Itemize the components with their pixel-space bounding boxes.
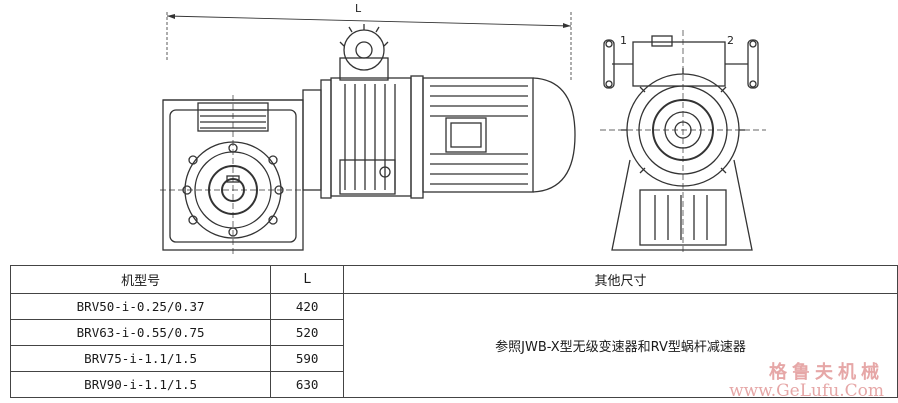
motor-body (410, 75, 576, 199)
variator-body (330, 24, 412, 197)
cell-l: 630 (270, 371, 345, 398)
gearbox-side-view (160, 95, 306, 255)
callout-2: 2 (727, 34, 734, 47)
cell-other-note: 参照JWB-X型无级变速器和RV型蜗杆减速器 (343, 293, 898, 398)
table-row: BRV63-i-0.55/0.75 520 (9, 319, 898, 346)
cell-l: 520 (270, 319, 345, 346)
cell-l: 420 (270, 293, 345, 320)
table-row: BRV50-i-0.25/0.37 420 参照JWB-X型无级变速器和RV型蜗… (9, 293, 898, 398)
cell-model: BRV63-i-0.55/0.75 (9, 319, 272, 346)
table-header-row: 机型号 L 其他尺寸 (9, 265, 898, 294)
cell-l: 590 (270, 345, 345, 372)
callout-1: 1 (620, 34, 627, 47)
dimension-label-L: L (355, 2, 362, 15)
cell-model: BRV50-i-0.25/0.37 (9, 293, 272, 320)
spec-table: 机型号 L 其他尺寸 BRV50-i-0.25/0.37 420 参照JWB-X… (9, 265, 898, 398)
watermark-cn: 格鲁夫机械 (769, 362, 884, 384)
table-row: BRV90-i-1.1/1.5 630 (9, 371, 898, 398)
technical-drawing: L 1 2 (160, 2, 766, 255)
header-l: L (270, 265, 345, 294)
cell-model: BRV90-i-1.1/1.5 (9, 371, 272, 398)
cell-model: BRV75-i-1.1/1.5 (9, 345, 272, 372)
header-other: 其他尺寸 (343, 265, 898, 294)
front-view (600, 30, 766, 255)
header-model: 机型号 (9, 265, 272, 294)
watermark-url: www.GeLufu.Com (729, 381, 884, 402)
watermark: 格鲁夫机械 www.GeLufu.Com (729, 362, 884, 402)
